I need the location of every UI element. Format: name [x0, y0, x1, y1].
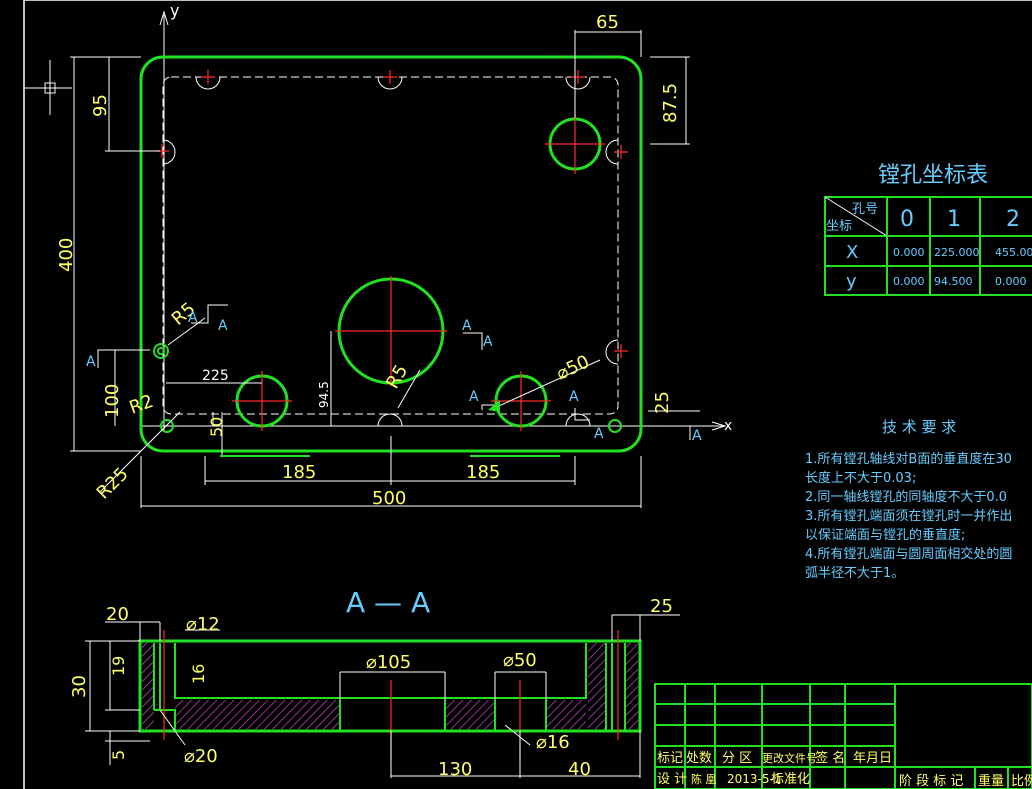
tech-line-5: 以保证端面与镗孔的垂直度;	[805, 527, 965, 543]
radius-r2: R2	[127, 391, 157, 419]
table-y2: 0.000	[995, 275, 1027, 288]
tb-zhongliang: 重量	[978, 773, 1004, 789]
sec-dim-phi50: ⌀50	[503, 650, 537, 671]
table-header-0: 0	[900, 207, 914, 232]
table-y1: 94.500	[934, 275, 973, 288]
dim-87-5: 87.5	[660, 83, 681, 123]
table-x1: 225.000	[934, 246, 980, 259]
sec-dim-19: 19	[109, 656, 128, 676]
dim-94-5: 94.5	[317, 381, 331, 408]
section-title: A — A	[346, 586, 430, 619]
section-mark-a7: A	[569, 389, 579, 405]
crosshair-icon	[25, 60, 72, 115]
dim-25-top: 25	[652, 391, 673, 414]
sec-dim-40: 40	[568, 759, 591, 780]
section-mark-a4: A	[462, 318, 472, 334]
table-header-2: 2	[1006, 207, 1020, 232]
small-hole-a	[153, 343, 169, 359]
tb-bili: 比例	[1011, 774, 1032, 789]
tech-line-6: 4.所有镗孔端面与圆周面相交处的圆	[805, 546, 1012, 562]
section-outline	[138, 639, 642, 733]
tb-genggai: 更改文件号	[762, 751, 817, 765]
sec-dim-30: 30	[69, 675, 90, 698]
section-mark-a9: A	[692, 428, 702, 444]
sec-dim-5: 5	[109, 750, 128, 760]
dim-185-right: 185	[466, 462, 500, 483]
table-y0: 0.000	[893, 275, 925, 288]
table-row-x-label: X	[846, 242, 858, 263]
tb-jieduan: 阶 段 标 记	[899, 774, 963, 789]
tech-line-1: 1.所有镗孔轴线对B面的垂直度在30	[805, 451, 1012, 467]
dim-65: 65	[596, 12, 619, 33]
x-axis-label: x	[724, 418, 732, 434]
sec-dim-phi16: ⌀16	[536, 732, 570, 753]
tb-date: 2013-5-1	[727, 772, 781, 786]
tb-designer: 陈 凰	[691, 772, 717, 786]
y-axis-label: y	[170, 1, 179, 20]
tb-biaoji: 标记	[657, 751, 683, 766]
section-view	[85, 614, 680, 778]
tb-nianyueri: 年月日	[853, 751, 892, 766]
top-view	[70, 10, 727, 508]
tech-line-3: 2.同一轴线镗孔的同轴度不大于0.0	[805, 489, 1007, 505]
dim-phi50-top: ⌀50	[553, 351, 592, 384]
tech-line-7: 弧半径不大于1。	[805, 566, 904, 581]
tech-line-2: 长度上不大于0.03;	[805, 470, 916, 486]
sec-dim-20: 20	[106, 604, 129, 625]
dim-500: 500	[372, 488, 406, 509]
tb-fenqu: 分 区	[722, 751, 752, 766]
tb-biaozhunhua: 标准化	[771, 772, 810, 787]
center-marks	[155, 70, 628, 431]
sec-dim-phi20: ⌀20	[184, 746, 218, 767]
section-mark-a3: A	[218, 318, 228, 334]
plate-outline	[139, 55, 643, 453]
sec-dim-25: 25	[650, 596, 673, 617]
sec-dim-130: 130	[438, 759, 472, 780]
dim-100: 100	[102, 384, 123, 418]
table-x2: 455.000	[995, 246, 1032, 259]
dim-225: 225	[202, 368, 229, 384]
section-mark-a1: A	[86, 354, 96, 370]
dim-185-left: 185	[282, 462, 316, 483]
table-x0: 0.000	[893, 246, 925, 259]
table-row-y-label: y	[846, 271, 857, 292]
tech-line-4: 3.所有镗孔端面须在镗孔时一并作出	[805, 509, 1012, 524]
table-title: 镗孔坐标表	[878, 163, 988, 188]
tb-chushu: 处数	[686, 751, 712, 766]
sec-dim-phi105: ⌀105	[366, 652, 411, 673]
tech-title: 技 术 要 求	[882, 418, 956, 436]
dim-400: 400	[56, 238, 77, 272]
sec-dim-16: 16	[189, 664, 208, 684]
dimension-lines	[70, 30, 700, 508]
section-mark-a5: A	[483, 334, 493, 350]
dim-50: 50	[207, 417, 226, 437]
title-block	[654, 683, 1032, 789]
small-hole-c	[608, 419, 622, 433]
table-header-1: 1	[947, 207, 961, 232]
hole-coordinate-table	[824, 196, 1032, 296]
section-mark-a8: A	[594, 426, 604, 442]
table-corner-top: 孔号	[852, 202, 878, 217]
sec-dim-phi12: ⌀12	[186, 614, 220, 635]
dim-95: 95	[90, 94, 111, 117]
radius-r5-center: R5	[382, 361, 412, 392]
table-corner-bottom: 坐标	[826, 219, 852, 234]
small-hole-b	[160, 419, 174, 433]
radius-r25: R25	[93, 464, 133, 504]
section-mark-a6: A	[469, 389, 479, 405]
section-mark-a2: A	[188, 310, 198, 326]
tb-sheji: 设 计	[657, 772, 687, 787]
tb-qianming: 签 名	[815, 750, 845, 766]
